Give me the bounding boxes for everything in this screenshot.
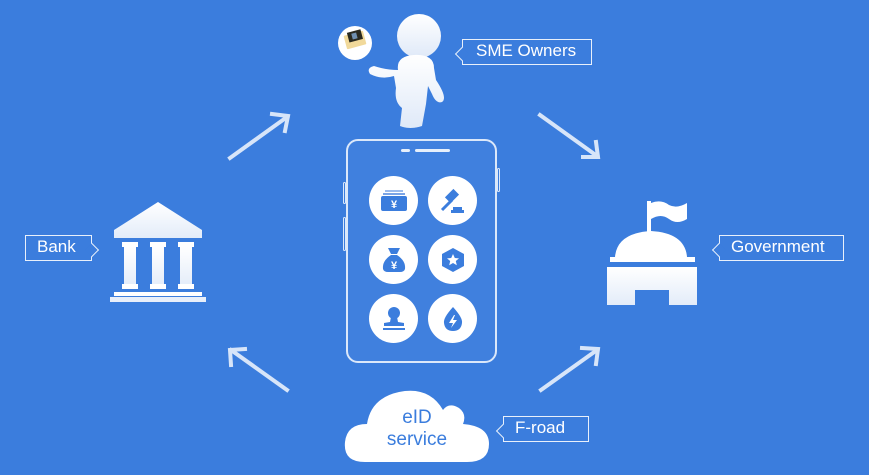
phone-side-button: [497, 168, 500, 192]
arrow-sme-to-government: [537, 112, 601, 159]
person-holding-card-icon: [338, 14, 444, 128]
app-gavel[interactable]: [428, 176, 477, 225]
gavel-icon: [440, 188, 464, 213]
callout-tail: [84, 242, 100, 258]
sme-owner-figure: [336, 8, 446, 128]
phone-sensor: [401, 149, 410, 152]
eid-service-node: eID service: [343, 384, 491, 468]
bank-label: Bank: [25, 235, 100, 261]
government-label: Government: [711, 235, 844, 261]
government-building-icon: [607, 201, 697, 305]
smartphone-icon: ¥ ¥: [343, 139, 500, 363]
eid-label: eID: [402, 407, 432, 428]
svg-text:¥: ¥: [390, 199, 397, 211]
app-stamp[interactable]: [369, 294, 418, 343]
app-energy-drop[interactable]: [428, 294, 477, 343]
service-label: service: [386, 429, 448, 450]
energy-drop-icon: [443, 306, 462, 331]
government-node: [605, 199, 700, 306]
phone-side-button: [343, 182, 346, 204]
sme-owners-label: SME Owners: [454, 39, 592, 65]
callout-tail: [495, 423, 511, 439]
arrow-eid-to-government: [538, 345, 601, 393]
bank-node: [110, 200, 206, 304]
svg-text:¥: ¥: [390, 260, 397, 272]
money-bag-icon: ¥: [382, 247, 405, 272]
callout-tail: [711, 242, 727, 258]
callout-tail: [454, 46, 470, 62]
arrow-eid-to-bank: [227, 346, 290, 393]
cloud-icon: [344, 390, 489, 462]
app-money-bag[interactable]: ¥: [369, 235, 418, 284]
app-yuan-wallet[interactable]: ¥: [369, 176, 418, 225]
bank-building-icon: [110, 202, 206, 302]
arrow-bank-to-sme: [227, 111, 291, 161]
phone-speaker: [415, 149, 450, 152]
star-badge-icon: [441, 247, 464, 272]
yuan-wallet-icon: ¥: [380, 189, 407, 211]
stamp-icon: [382, 306, 405, 330]
phone-side-button: [343, 217, 346, 251]
app-star-badge[interactable]: [428, 235, 477, 284]
f-road-label: F-road: [495, 416, 589, 442]
